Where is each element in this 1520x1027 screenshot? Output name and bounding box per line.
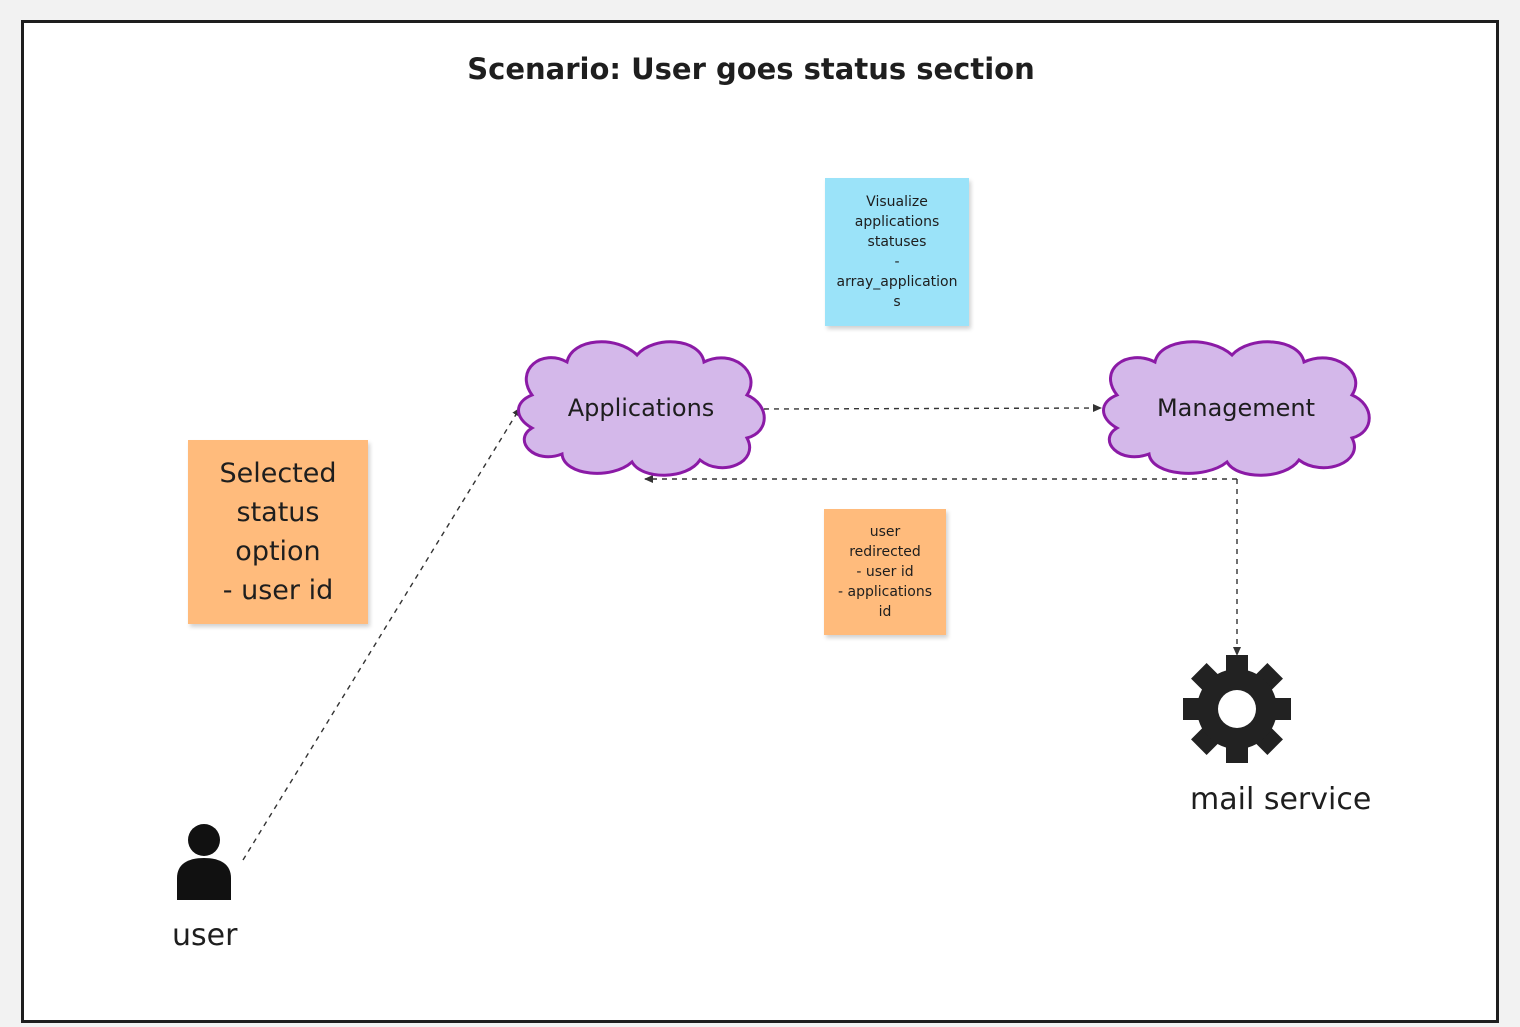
management-label: Management <box>1156 394 1316 422</box>
note-line: - <box>894 254 900 270</box>
sticky-note-user-redirected[interactable]: user redirected - user id - applications… <box>824 509 946 635</box>
note-line: applications <box>854 214 940 230</box>
person-icon <box>177 824 231 900</box>
note-line: id <box>878 604 892 620</box>
gear-icon <box>1183 655 1291 763</box>
note-line: Selected <box>219 458 337 489</box>
note-line: - user id <box>222 575 334 606</box>
applications-label: Applications <box>567 394 715 422</box>
note-line: Visualize <box>866 194 928 210</box>
user-label: user <box>172 918 238 953</box>
diagram-title: Scenario: User goes status section <box>467 52 1035 86</box>
note-line: - applications <box>837 584 933 600</box>
note-line: status <box>236 497 320 528</box>
connector-applications-to-management[interactable] <box>763 404 1102 413</box>
note-line: statuses <box>867 234 927 250</box>
applications-cloud[interactable] <box>517 340 766 477</box>
note-line: redirected <box>849 544 921 560</box>
note-line: - user id <box>856 564 914 580</box>
mail-service-label: mail service <box>1190 782 1372 817</box>
note-line: array_application <box>836 274 958 290</box>
note-line: option <box>235 536 321 567</box>
connector-user-to-applications[interactable] <box>242 407 521 861</box>
management-cloud[interactable] <box>1102 340 1371 477</box>
sticky-note-visualize-statuses[interactable]: Visualize applications statuses - array_… <box>825 178 969 326</box>
sticky-note-selected-status[interactable]: Selected status option - user id <box>188 440 368 624</box>
note-line: s <box>893 294 901 310</box>
note-line: user <box>869 524 901 540</box>
